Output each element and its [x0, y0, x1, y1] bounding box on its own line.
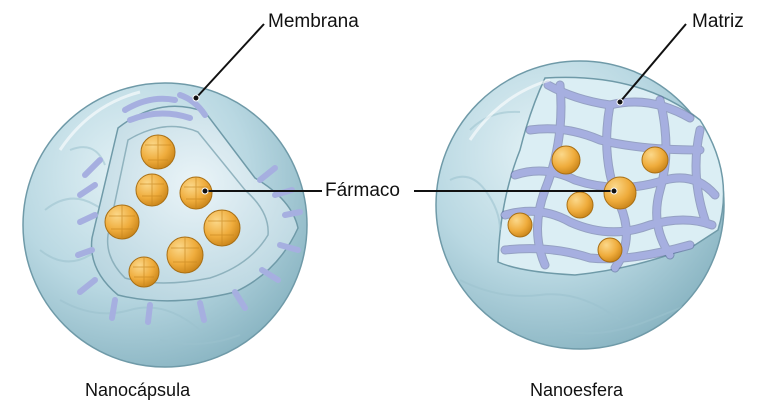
leader-dot-farmaco-right [611, 188, 617, 194]
label-matriz: Matriz [692, 12, 744, 31]
drug-particle [567, 192, 593, 218]
nanosphere-illustration [436, 61, 724, 349]
leader-dot-farmaco-left [202, 188, 208, 194]
drug-particle [204, 210, 240, 246]
drug-particle [508, 213, 532, 237]
label-nanocapsula: Nanocápsula [85, 381, 190, 399]
leader-dot-membrana [193, 95, 199, 101]
drug-particle [598, 238, 622, 262]
leader-dot-matriz [617, 99, 623, 105]
drug-particle [167, 237, 203, 273]
label-farmaco: Fármaco [325, 181, 400, 200]
drug-particle [129, 257, 159, 287]
drug-particle [604, 177, 636, 209]
drug-particle [136, 174, 168, 206]
drug-particle [642, 147, 668, 173]
drug-particle [141, 135, 175, 169]
drug-particle [105, 205, 139, 239]
label-nanoesfera: Nanoesfera [530, 381, 623, 399]
nanocapsule-illustration [23, 83, 307, 367]
drug-particle [552, 146, 580, 174]
label-membrana: Membrana [268, 12, 359, 31]
leader-line-membrana [196, 24, 264, 98]
